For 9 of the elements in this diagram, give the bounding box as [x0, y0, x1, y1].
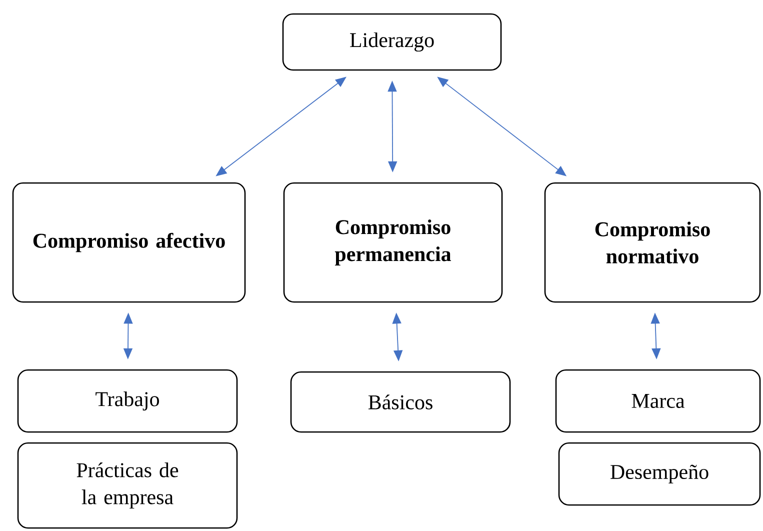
category-box: Compromiso permanencia	[283, 182, 503, 303]
category-box: Compromiso normativo	[544, 182, 761, 303]
item-box: Desempeño	[558, 442, 761, 506]
item-box: Marca	[555, 369, 761, 433]
item-box: Trabajo	[17, 369, 238, 433]
item-box: Básicos	[290, 371, 511, 433]
item-box: Prácticas de la empresa	[17, 442, 238, 529]
category-box: Compromiso afectivo	[12, 182, 246, 303]
process-box: Liderazgo	[282, 13, 502, 71]
